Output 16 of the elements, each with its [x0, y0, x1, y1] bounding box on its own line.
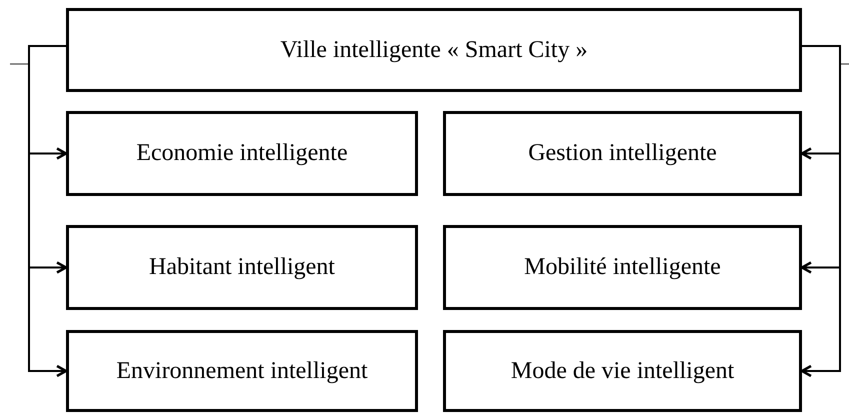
arrow: [28, 45, 68, 378]
box-label: Environnement intelligent: [116, 358, 368, 384]
text-box: [66, 225, 418, 310]
box-label: Mode de vie intelligent: [510, 358, 734, 384]
text-box: [66, 111, 418, 196]
box-label: Mobilité intelligente: [524, 254, 721, 281]
text-box: [66, 8, 802, 92]
text-box: [443, 111, 802, 196]
text-box: [443, 330, 802, 412]
box-label: Ville intelligente « Smart City »: [280, 36, 588, 64]
arrow: [800, 45, 841, 378]
box-label: Economie intelligente: [136, 140, 348, 167]
box-label: Habitant intelligent: [149, 254, 335, 281]
box-label: Gestion intelligente: [528, 140, 717, 167]
text-box: [443, 225, 802, 310]
text-box: [66, 330, 418, 412]
